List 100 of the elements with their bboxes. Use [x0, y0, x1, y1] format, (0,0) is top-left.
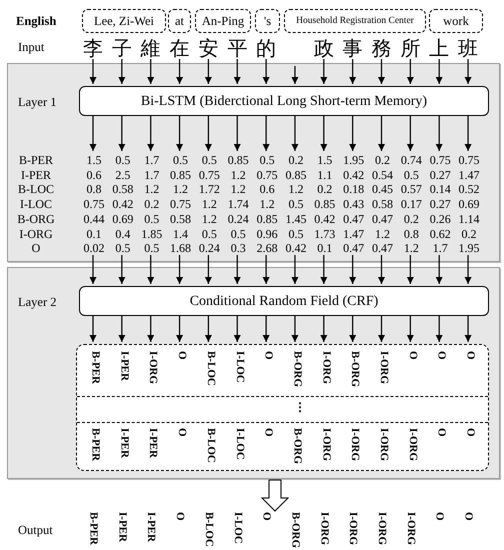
score-value: 0.75 — [170, 198, 192, 210]
arrow — [406, 315, 414, 342]
score-value: 0.26 — [430, 212, 451, 225]
score-value: 0.75 — [84, 198, 104, 210]
arrow — [234, 255, 241, 284]
score-value: 0.85 — [228, 154, 249, 166]
input-character: 所 — [398, 36, 422, 59]
score-value: 1.7 — [432, 242, 448, 254]
score-value: 1.14 — [458, 212, 480, 225]
tag-label: O — [176, 428, 188, 437]
score-value: 0.96 — [256, 228, 278, 240]
input-character: 李 — [81, 36, 105, 59]
tag-label: O — [174, 512, 186, 521]
score-value: 2.68 — [256, 242, 278, 254]
input-character: 子 — [110, 36, 134, 59]
arrow — [262, 115, 270, 151]
score-value: 1.95 — [343, 154, 364, 166]
tag-label: I-PER — [118, 428, 130, 458]
score-value: 0.5 — [144, 212, 160, 225]
tag-label: I-LOC — [234, 351, 245, 383]
tag-label: I-ORG — [378, 428, 389, 461]
tag-label: I-ORG — [320, 428, 332, 461]
score-value: 0.47 — [343, 212, 364, 225]
input-character: 事 — [340, 36, 365, 59]
score-value: 0.3 — [230, 242, 246, 254]
english-word-box: work — [429, 9, 483, 33]
score-value: 0.5 — [115, 154, 130, 166]
score-value: 1.85 — [141, 228, 162, 240]
score-value: 0.75 — [256, 168, 278, 181]
score-value: 1.2 — [260, 198, 275, 210]
arrow — [291, 66, 298, 84]
input-character: 的 — [254, 36, 278, 59]
score-value: 1.2 — [202, 198, 217, 210]
score-value: 0.5 — [288, 198, 304, 210]
tag-label: I-ORG — [19, 228, 53, 240]
arrow — [349, 59, 356, 84]
score-value: 0.85 — [170, 168, 192, 181]
tag-label: B-PER — [18, 154, 53, 166]
score-value: 0.8 — [404, 228, 419, 240]
score-value: 0.14 — [430, 183, 451, 196]
arrow — [464, 255, 472, 284]
arrow — [349, 315, 356, 342]
hollow-arrow — [260, 480, 290, 512]
english-word-box: 's — [255, 9, 280, 33]
arrow — [436, 315, 443, 342]
tag-label: I-ORG — [147, 351, 158, 384]
arrow — [234, 59, 241, 84]
score-value: 1.2 — [230, 183, 246, 196]
layer-panel — [7, 267, 500, 479]
tag-label: O — [406, 351, 418, 360]
arrow — [349, 115, 356, 151]
score-value: 0.27 — [430, 168, 451, 181]
english-word-box: Lee, Zi-Wei — [82, 9, 166, 33]
score-value: 0.54 — [372, 168, 393, 181]
tag-sequence-box — [76, 344, 489, 471]
arrow — [176, 315, 184, 342]
score-value: 0.85 — [256, 212, 278, 225]
score-value: 1.2 — [173, 183, 188, 196]
score-value: 2.5 — [115, 168, 130, 181]
score-value: 0.6 — [260, 183, 275, 196]
row-label: Output — [18, 522, 53, 539]
arrow — [464, 315, 472, 342]
score-value: 0.2 — [375, 154, 390, 166]
arrow — [406, 115, 414, 151]
score-value: 1.95 — [458, 242, 480, 254]
tag-label: B-PER — [90, 351, 100, 384]
tag-label: B-ORG — [17, 212, 55, 225]
arrow — [349, 255, 356, 284]
row-label: Input — [18, 39, 44, 56]
arrow — [320, 115, 328, 151]
tag-label: O — [434, 512, 445, 521]
tag-label: I-ORG — [378, 351, 389, 384]
arrow — [234, 315, 241, 342]
score-value: 0.2 — [404, 212, 419, 225]
arrow — [118, 59, 126, 84]
arrow — [378, 115, 385, 151]
score-value: 0.42 — [285, 242, 306, 254]
input-character: 上 — [427, 36, 452, 59]
score-value: 1.2 — [230, 168, 246, 181]
arrow — [320, 315, 328, 342]
arrow — [262, 255, 270, 284]
process-box: Bi-LSTM (Biderctional Long Short-term Memory) — [79, 86, 489, 116]
input-character: 政 — [312, 36, 336, 59]
arrow — [176, 59, 184, 84]
tag-label: O — [262, 351, 274, 360]
layer-label: Layer 2 — [18, 294, 57, 311]
score-value: 1.73 — [314, 228, 336, 240]
tag-label: O — [176, 351, 188, 360]
score-value: 0.58 — [112, 183, 134, 196]
process-box: Conditional Random Field (CRF) — [79, 286, 489, 316]
score-value: 0.47 — [343, 242, 364, 254]
tag-label: I-ORG — [376, 512, 387, 545]
score-value: 1.7 — [144, 168, 160, 181]
score-value: 0.5 — [230, 228, 246, 240]
arrow — [464, 115, 472, 151]
english-word-box: Household Registration Center — [284, 9, 426, 33]
score-value: 0.24 — [228, 212, 249, 225]
score-value: 0.44 — [84, 212, 104, 225]
input-character: 平 — [225, 36, 250, 59]
score-value: 0.4 — [115, 228, 130, 240]
